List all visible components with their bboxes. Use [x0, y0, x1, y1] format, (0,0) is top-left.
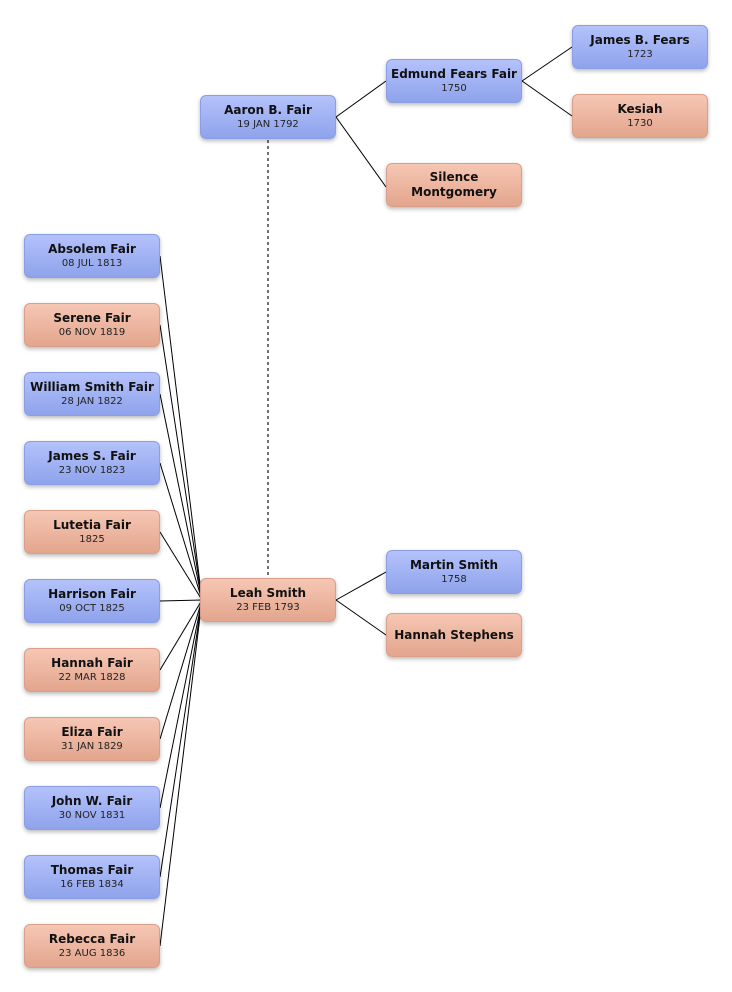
person-card-great-grandfather[interactable]: James B. Fears 1723	[572, 25, 708, 69]
person-date: 22 MAR 1828	[58, 672, 126, 683]
person-name: Hannah Fair	[51, 656, 133, 670]
child-card[interactable]: Lutetia Fair 1825	[24, 510, 160, 554]
child-card[interactable]: Thomas Fair 16 FEB 1834	[24, 855, 160, 899]
person-name: John W. Fair	[51, 794, 133, 808]
person-name: Thomas Fair	[50, 863, 134, 877]
person-card-spouse-mother[interactable]: Silence Montgomery	[386, 163, 522, 207]
link-gf-father	[521, 46, 573, 82]
person-card-root-mother[interactable]: Hannah Stephens	[386, 613, 522, 657]
person-name: Silence Montgomery	[411, 170, 497, 199]
child-card[interactable]: Harrison Fair 09 OCT 1825	[24, 579, 160, 623]
person-card-root[interactable]: Leah Smith 23 FEB 1793	[200, 578, 336, 622]
person-date: 23 NOV 1823	[58, 465, 126, 476]
link-spouse-mother	[335, 116, 387, 188]
person-date: 31 JAN 1829	[61, 741, 123, 752]
person-date: 1825	[79, 534, 105, 545]
person-date: 06 NOV 1819	[58, 327, 126, 338]
child-card[interactable]: William Smith Fair 28 JAN 1822	[24, 372, 160, 416]
link-gf-mother	[521, 80, 573, 117]
person-name: Rebecca Fair	[48, 932, 136, 946]
person-date: 16 FEB 1834	[60, 879, 124, 890]
child-links	[159, 255, 203, 947]
person-name: Absolem Fair	[48, 242, 136, 256]
child-card[interactable]: John W. Fair 30 NOV 1831	[24, 786, 160, 830]
person-name: Hannah Stephens	[394, 627, 514, 642]
person-date: 1758	[441, 574, 467, 585]
person-name: Eliza Fair	[61, 725, 123, 739]
person-date: 1723	[627, 49, 653, 60]
person-card-spouse[interactable]: Aaron B. Fair 19 JAN 1792	[200, 95, 336, 139]
person-date: 30 NOV 1831	[58, 810, 126, 821]
person-name: James S. Fair	[48, 449, 136, 463]
child-card[interactable]: Serene Fair 06 NOV 1819	[24, 303, 160, 347]
person-date: 1750	[441, 83, 467, 94]
child-card[interactable]: Absolem Fair 08 JUL 1813	[24, 234, 160, 278]
link-spouse-father	[335, 80, 387, 118]
person-name: Harrison Fair	[48, 587, 136, 601]
link-root-father	[335, 571, 387, 601]
child-card[interactable]: Eliza Fair 31 JAN 1829	[24, 717, 160, 761]
person-card-root-father[interactable]: Martin Smith 1758	[386, 550, 522, 594]
person-card-spouse-father[interactable]: Edmund Fears Fair 1750	[386, 59, 522, 103]
person-name: Kesiah	[617, 102, 663, 116]
person-date: 23 AUG 1836	[58, 948, 126, 959]
person-name: Leah Smith	[229, 586, 307, 600]
person-name: Serene Fair	[53, 311, 131, 325]
person-date: 19 JAN 1792	[237, 119, 299, 130]
person-card-great-grandmother[interactable]: Kesiah 1730	[572, 94, 708, 138]
link-root-mother	[335, 599, 387, 636]
person-date: 23 FEB 1793	[236, 602, 300, 613]
person-name: Edmund Fears Fair	[391, 67, 517, 81]
child-card[interactable]: Hannah Fair 22 MAR 1828	[24, 648, 160, 692]
child-card[interactable]: James S. Fair 23 NOV 1823	[24, 441, 160, 485]
person-name: Martin Smith	[409, 558, 499, 572]
person-date: 09 OCT 1825	[59, 603, 125, 614]
person-date: 1730	[627, 118, 653, 129]
person-name: Aaron B. Fair	[224, 103, 312, 117]
person-name: Lutetia Fair	[53, 518, 131, 532]
person-date: 28 JAN 1822	[61, 396, 123, 407]
person-name: James B. Fears	[590, 33, 690, 47]
person-date: 08 JUL 1813	[61, 258, 123, 269]
child-card[interactable]: Rebecca Fair 23 AUG 1836	[24, 924, 160, 968]
person-name: William Smith Fair	[30, 380, 154, 394]
